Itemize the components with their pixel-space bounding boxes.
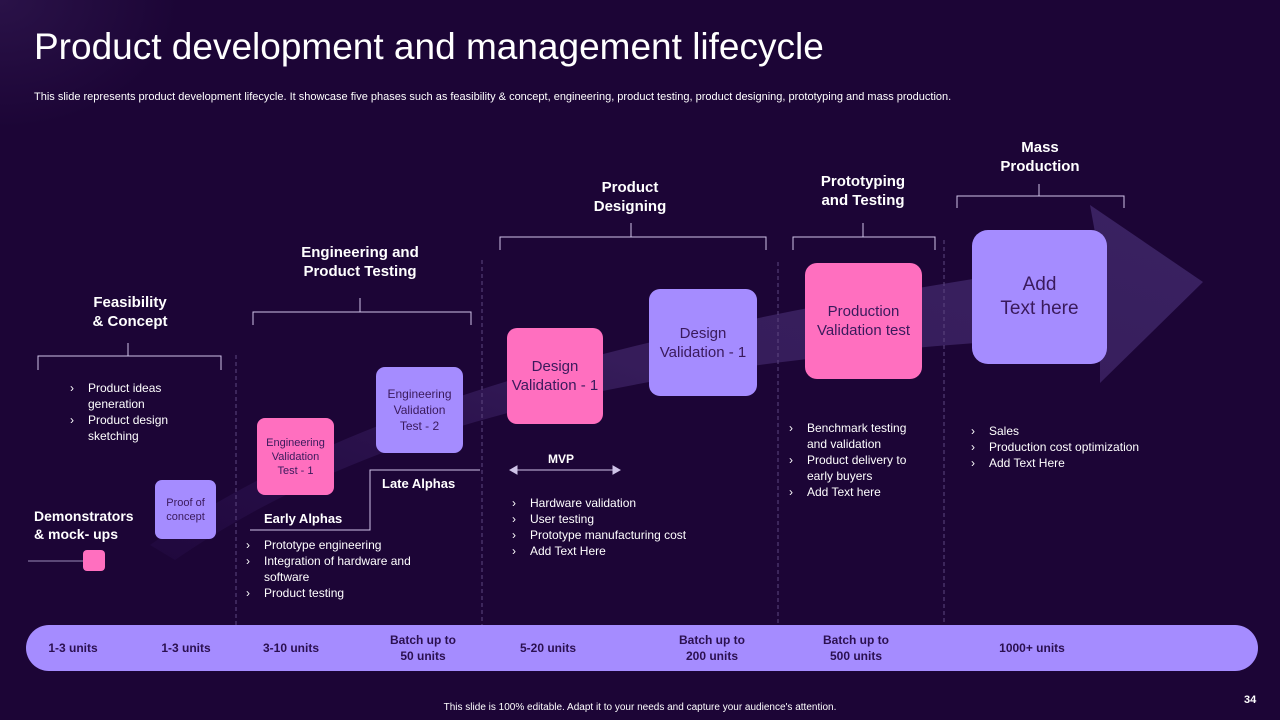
proof-of-concept-box: Proof of concept [155, 480, 216, 539]
page-title: Product development and management lifec… [34, 26, 824, 67]
list-item: Prototype engineering [246, 537, 436, 553]
page-subtitle: This slide represents product developmen… [34, 91, 952, 103]
list-item: Sales [971, 423, 1191, 439]
phase-mass-title: Mass Production [1000, 139, 1080, 175]
list-item: Prototype manufacturing cost [512, 527, 722, 543]
unit-label: Batch up to 500 units [823, 633, 889, 663]
bracket-feasibility [37, 343, 222, 370]
evt2-box: Engineering Validation Test - 2 [376, 367, 463, 453]
phase-engineering-title: Engineering and Product Testing [301, 244, 419, 280]
late-alphas-label: Late Alphas [382, 476, 456, 491]
demonstrators-marker [83, 550, 105, 571]
design-validation-pink-box: Design Validation - 1 [507, 328, 603, 424]
designing-bullets: Hardware validation User testing Prototy… [512, 495, 722, 559]
engineering-bullets: Prototype engineering Integration of har… [246, 537, 436, 601]
design-validation-violet-box: Design Validation - 1 [649, 289, 757, 396]
growth-arrow [150, 205, 1203, 560]
mvp-label: MVP [548, 452, 575, 466]
unit-label: 3-10 units [262, 641, 319, 655]
bracket-engineering [252, 298, 472, 325]
unit-label: Batch up to 50 units [390, 633, 456, 663]
bracket-mass [956, 184, 1125, 208]
bracket-designing [499, 223, 767, 250]
demonstrators-label: Demonstrators & mock- ups [34, 508, 134, 542]
evt1-box: Engineering Validation Test - 1 [257, 418, 334, 495]
production-validation-box: Production Validation test [805, 263, 922, 379]
list-item: Add Text here [789, 484, 929, 500]
units-bar [26, 625, 1258, 671]
list-item: Product design sketching [70, 412, 190, 444]
list-item: Benchmark testing and validation [789, 420, 929, 452]
bracket-prototyping [792, 223, 936, 250]
phase-feasibility-title: Feasibility & Concept [92, 294, 168, 330]
list-item: Add Text Here [971, 455, 1191, 471]
unit-label: Batch up to 200 units [679, 633, 745, 663]
footer-text: This slide is 100% editable. Adapt it to… [443, 702, 837, 713]
add-text-box: Add Text here [972, 230, 1107, 364]
list-item: Product ideas generation [70, 380, 190, 412]
phase-designing-title: Product Designing [593, 179, 667, 215]
unit-label: 1-3 units [48, 641, 98, 655]
list-item: Hardware validation [512, 495, 722, 511]
page-number: 34 [1244, 694, 1257, 706]
feasibility-bullets: Product ideas generation Product design … [70, 380, 190, 444]
early-alphas-label: Early Alphas [264, 511, 343, 526]
list-item: User testing [512, 511, 722, 527]
list-item: Add Text Here [512, 543, 722, 559]
unit-label: 1-3 units [161, 641, 211, 655]
list-item: Product testing [246, 585, 436, 601]
list-item: Production cost optimization [971, 439, 1191, 455]
list-item: Integration of hardware and software [246, 553, 436, 585]
alphas-connector [250, 469, 480, 531]
unit-label: 5-20 units [519, 641, 576, 655]
unit-label: 1000+ units [999, 641, 1065, 655]
phase-prototyping-title: Prototyping and Testing [820, 173, 906, 209]
corner-glow [0, 0, 180, 130]
list-item: Product delivery to early buyers [789, 452, 929, 484]
mass-bullets: Sales Production cost optimization Add T… [971, 423, 1191, 471]
prototyping-bullets: Benchmark testing and validation Product… [789, 420, 929, 500]
